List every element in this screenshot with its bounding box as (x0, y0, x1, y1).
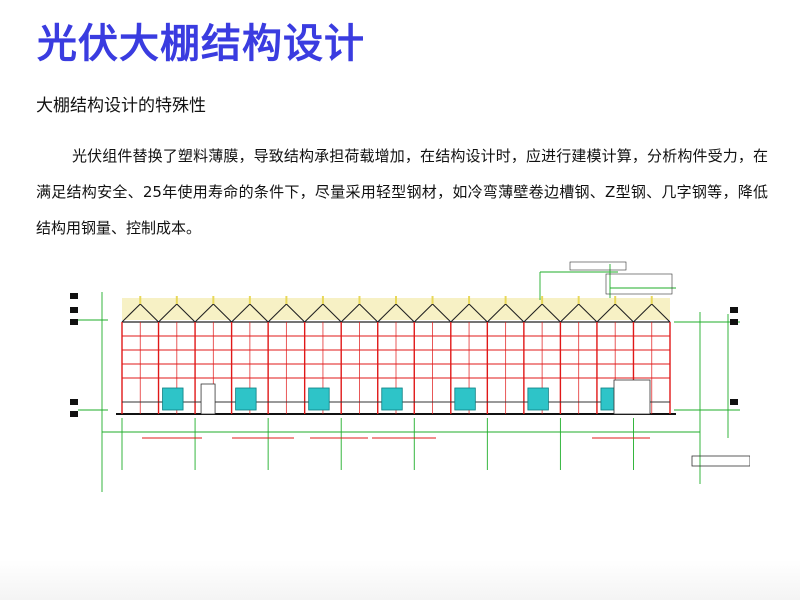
level-marker (70, 411, 78, 417)
body-paragraph: 光伏组件替换了塑料薄膜，导致结构承担荷载增加，在结构设计时，应进行建模计算，分析… (36, 147, 768, 237)
bottom-fade (0, 560, 800, 600)
vent-window (381, 387, 403, 411)
vent-window (162, 387, 184, 411)
greenhouse-frame (70, 261, 750, 492)
vent-window (454, 387, 476, 411)
door (613, 379, 651, 415)
slide-title: 光伏大棚结构设计 (37, 21, 365, 67)
level-marker (70, 293, 78, 299)
vent-window (527, 387, 549, 411)
level-marker (70, 307, 78, 313)
note-box (691, 455, 750, 467)
vent-window (308, 387, 330, 411)
section-subtitle: 大棚结构设计的特殊性 (36, 96, 206, 116)
pv-panel-band (122, 298, 670, 320)
note-box (569, 261, 627, 271)
door (200, 383, 216, 415)
level-marker (70, 319, 78, 325)
level-marker (70, 399, 78, 405)
vent-window (235, 387, 257, 411)
note-box (605, 273, 673, 295)
level-marker (730, 319, 738, 325)
level-marker (730, 307, 738, 313)
level-marker (730, 399, 738, 405)
greenhouse-elevation-drawing (70, 261, 750, 492)
